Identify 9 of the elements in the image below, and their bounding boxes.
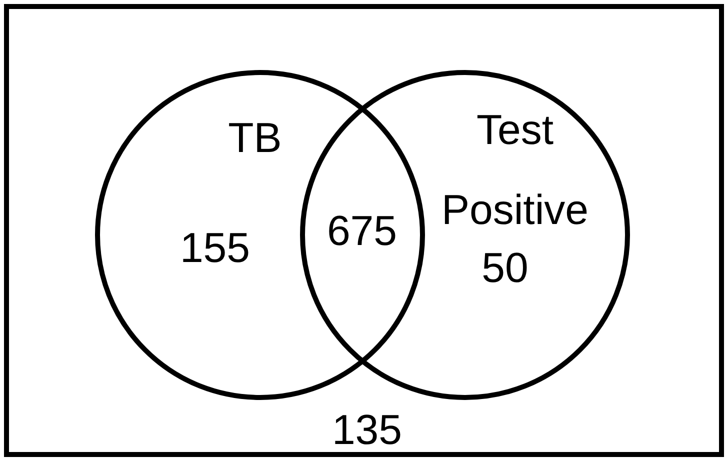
region-count: 50	[480, 245, 530, 291]
universe-rectangle	[4, 4, 724, 457]
region-count: 155	[178, 225, 252, 271]
set-circle	[95, 70, 425, 400]
set-circle	[300, 70, 630, 400]
set-label: Test Positive	[440, 105, 590, 235]
region-count: 135	[330, 407, 404, 453]
set-label: TB	[227, 115, 283, 161]
region-count: 675	[326, 208, 398, 254]
